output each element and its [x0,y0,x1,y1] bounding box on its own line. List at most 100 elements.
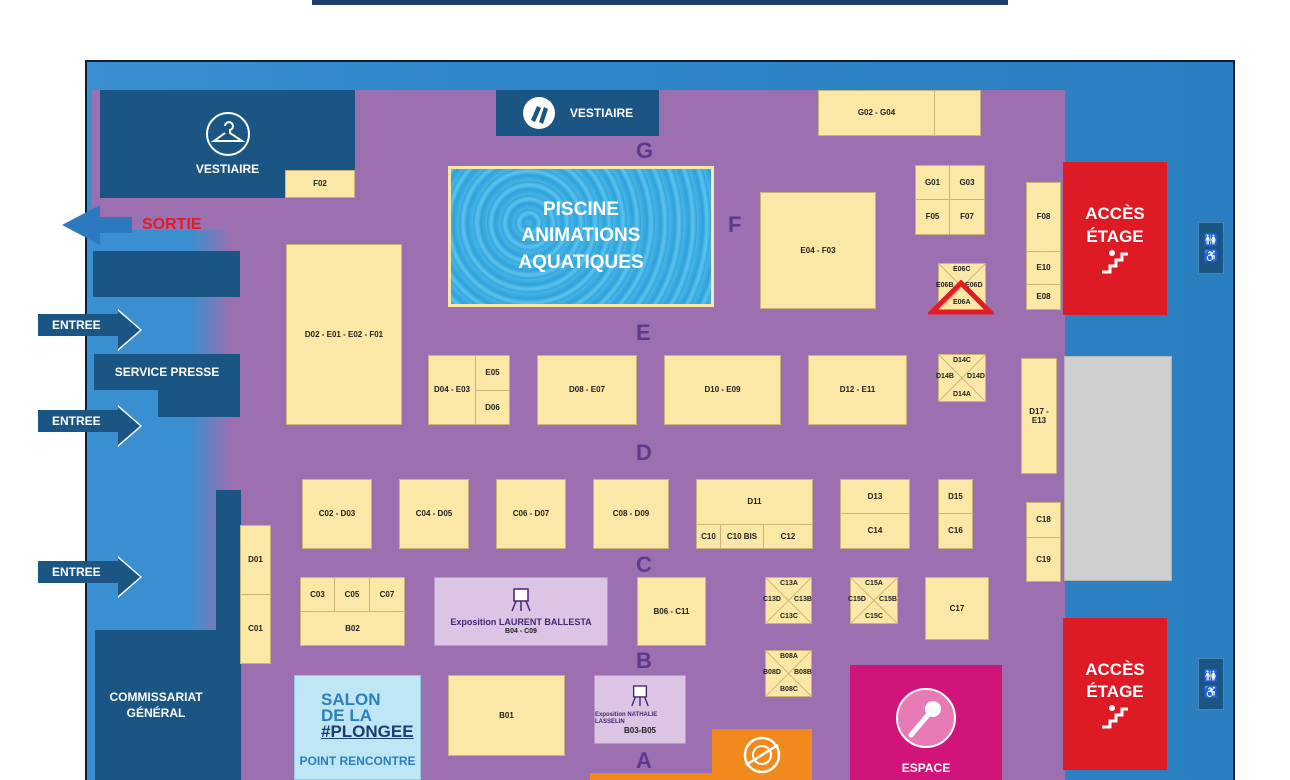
exit-arrow-icon [62,205,132,245]
commissariat-area[interactable]: COMMISSARIAT GÉNÉRAL [95,630,217,780]
stand-c02-d03[interactable]: C02 - D03 [302,479,372,549]
commissariat-label-line2: GÉNÉRAL [126,706,186,720]
service-presse-annex [158,389,240,417]
pool-label-line3: AQUATIQUES [518,251,644,273]
service-presse-area[interactable]: SERVICE PRESSE [94,354,240,390]
stand-g-annex[interactable] [934,90,981,136]
hanger-icon [205,112,250,156]
stand-g01[interactable]: G01 [915,165,950,200]
hall-letter-e: E [636,320,651,345]
stand-d15[interactable]: D15 [938,479,973,514]
stand-c16[interactable]: C16 [938,513,973,549]
stand-b08a: B08A [780,653,798,660]
entree-arrow-1: ENTREE [38,309,142,351]
stand-c06-d07[interactable]: C06 - D07 [496,479,566,549]
access-floor-bottom[interactable]: ACCÈS ÉTAGE [1063,618,1167,770]
cross-lines [766,578,811,623]
stand-b02[interactable]: B02 [300,611,405,646]
stand-g02-g04[interactable]: G02 - G04 [818,90,935,136]
easel-icon [631,684,649,706]
stand-c19[interactable]: C19 [1026,537,1061,582]
stand-c15[interactable]: C15A C15D C15B C15C [848,577,898,624]
stand-f05[interactable]: F05 [915,199,950,235]
expo-ballesta[interactable]: Exposition LAURENT BALLESTA B04 - C09 [434,577,608,646]
plate-icon [743,736,781,774]
stand-c13a: C13A [780,580,798,587]
restroom-bottom: 🚻 ♿ [1198,658,1224,710]
stand-d12-e11[interactable]: D12 - E11 [808,355,907,425]
expo-lasselin[interactable]: Exposition NATHALIE LASSELIN B03-B05 [594,675,686,744]
location-marker-icon [928,280,994,315]
stand-c08-d09[interactable]: C08 - D09 [593,479,669,549]
expo-ballesta-code: B04 - C09 [505,627,537,635]
entree-arrow-2: ENTREE [38,405,142,447]
vestiaire-top-area[interactable]: VESTIAIRE [496,90,659,136]
access-bottom-line1: ACCÈS [1085,659,1145,679]
hall-letter-c: C [636,552,652,577]
stand-d04-e03[interactable]: D04 - E03 [428,355,476,425]
stand-c01[interactable]: C01 [240,594,271,664]
hall-letter-d: D [636,440,652,465]
stand-d02-e01-e02-f01[interactable]: D02 - E01 - E02 - F01 [286,244,402,425]
stand-d08-e07[interactable]: D08 - E07 [537,355,637,425]
stand-e05[interactable]: E05 [475,355,510,391]
stand-c12[interactable]: C12 [763,524,813,549]
stand-d06[interactable]: D06 [475,390,510,425]
restroom-icon: 🚻 [1203,233,1219,247]
stand-b06-c11[interactable]: B06 - C11 [637,577,706,646]
salon-logo-line2: DE LA [321,706,372,726]
stand-c17[interactable]: C17 [925,577,989,640]
stand-b08c: B08C [780,686,798,693]
stand-c13[interactable]: C13A C13D C13B C13C [763,577,812,624]
stand-f07[interactable]: F07 [949,199,985,235]
stand-e06b: E06B [936,282,954,289]
stand-e08[interactable]: E08 [1026,284,1061,310]
stand-d01[interactable]: D01 [240,525,271,595]
access-top-line1: ACCÈS [1085,204,1145,224]
stand-c18[interactable]: C18 [1026,502,1061,538]
orange-area[interactable] [712,729,812,780]
point-rencontre-label: POINT RENCONTRE [299,754,416,768]
stand-e04-f03[interactable]: E04 - F03 [760,192,876,309]
stand-e10[interactable]: E10 [1026,251,1061,285]
pool-area[interactable]: PISCINE ANIMATIONS AQUATIQUES [448,166,714,307]
stand-b08[interactable]: B08A B08D B08B B08C [763,650,812,697]
stand-c04-d05[interactable]: C04 - D05 [399,479,469,549]
expo-lasselin-code: B03-B05 [623,725,656,735]
stand-d14a: D14A [953,391,971,398]
stand-c10[interactable]: C10 [696,524,721,549]
stand-c07[interactable]: C07 [369,577,405,612]
stand-e06d: E06D [965,282,983,289]
stand-d17-e13[interactable]: D17 - E13 [1021,358,1057,474]
access-floor-top[interactable]: ACCÈS ÉTAGE [1063,162,1167,315]
stand-c13d: C13D [763,596,781,603]
left-block [93,251,240,297]
entree-label-2: ENTREE [52,414,101,428]
stand-d11[interactable]: D11 [696,479,813,525]
fins-icon [522,97,555,129]
sortie-label: SORTIE [142,216,202,233]
stand-f02[interactable]: F02 [285,170,355,198]
stand-g03[interactable]: G03 [949,165,985,200]
stand-c13c: C13C [780,613,798,620]
expo-lasselin-title: Exposition NATHALIE LASSELIN [595,711,658,725]
wheelchair-icon: ♿ [1203,249,1219,263]
stand-c14[interactable]: C14 [840,513,910,549]
stand-d10-e09[interactable]: D10 - E09 [664,355,781,425]
stand-d13[interactable]: D13 [840,479,910,514]
stand-b08d: B08D [763,669,781,676]
entree-arrow-3: ENTREE [38,556,142,598]
stand-f08[interactable]: F08 [1026,182,1061,252]
salon-point-rencontre[interactable]: SALON DE LA #PLONGEE POINT RENCONTRE [294,675,421,780]
stand-c03[interactable]: C03 [300,577,335,612]
grey-zone [1064,356,1172,581]
espace-area[interactable]: ESPACE [850,665,1002,780]
stand-d14[interactable]: D14C D14B D14D D14A [936,354,986,402]
stand-c15c: C15C [865,613,883,620]
easel-icon [511,588,531,612]
stand-b01[interactable]: B01 [448,675,565,756]
microphone-icon [896,688,956,748]
stand-c05[interactable]: C05 [334,577,370,612]
expo-ballesta-title: Exposition LAURENT BALLESTA [450,617,592,628]
stand-c10-bis[interactable]: C10 BIS [720,524,764,549]
